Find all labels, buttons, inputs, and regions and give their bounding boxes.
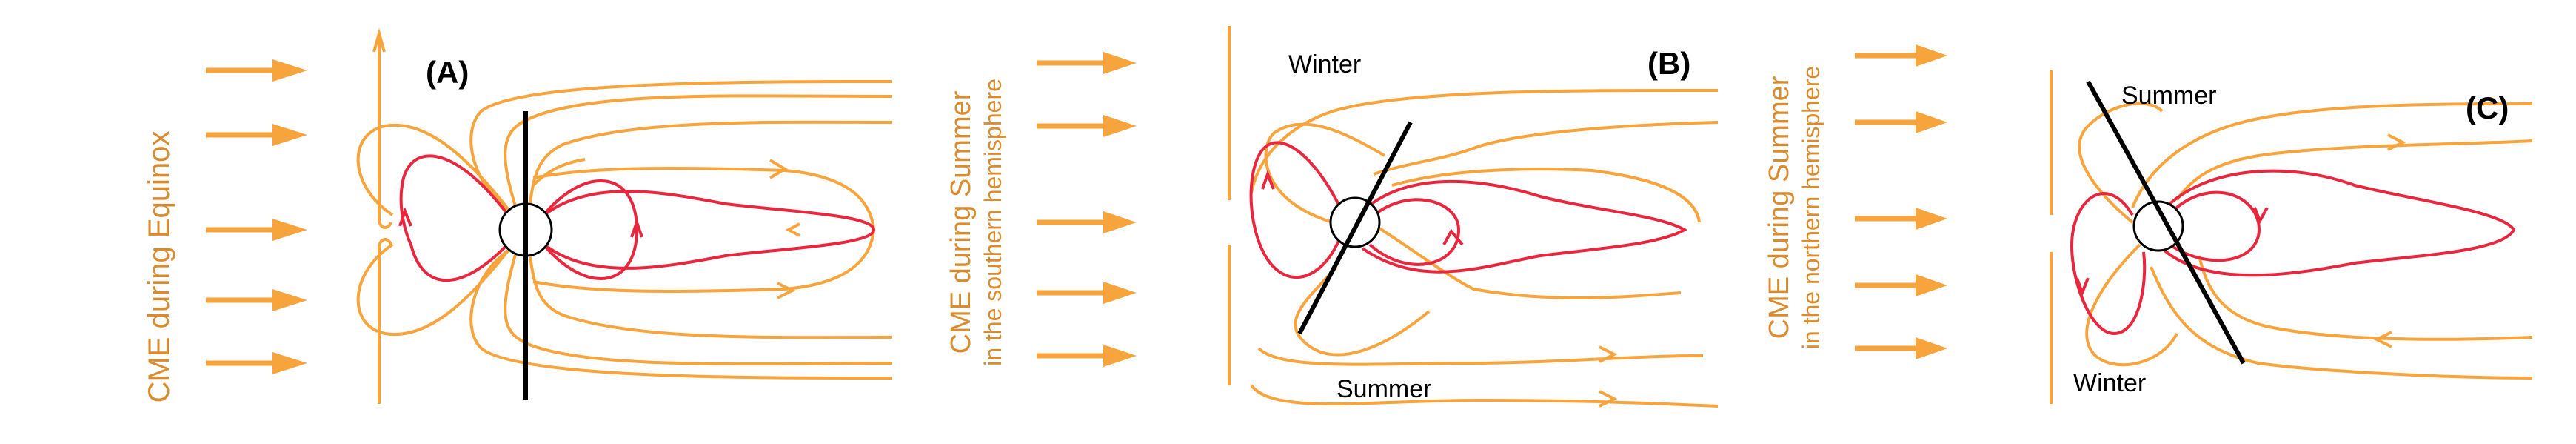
panel-b-label: (B) bbox=[1647, 46, 1690, 81]
solar-wind-arrow-icon bbox=[1855, 337, 1947, 359]
solar-wind-arrow-icon bbox=[206, 124, 307, 146]
panel-c-season-bottom: Winter bbox=[2073, 369, 2146, 397]
panel-b-season-top: Winter bbox=[1288, 50, 1361, 79]
panel-a-label: (A) bbox=[426, 55, 469, 90]
panel-a-side-label: CME during Equinox bbox=[143, 131, 175, 403]
panel-c-axis bbox=[2086, 80, 2246, 365]
panel-c-season-top: Summer bbox=[2121, 82, 2216, 110]
panel-c-solar-wind-arrows bbox=[1855, 44, 1947, 359]
panel-b-season-bottom: Summer bbox=[1336, 375, 1431, 403]
panel-b-field-lines bbox=[1228, 26, 1719, 408]
panel-a: CME during Equinox bbox=[143, 27, 893, 404]
panel-c-label: (C) bbox=[2466, 90, 2509, 125]
solar-wind-arrow-icon bbox=[1037, 115, 1137, 137]
panel-b-earth bbox=[1329, 196, 1381, 248]
solar-wind-arrow-icon bbox=[206, 352, 307, 374]
solar-wind-arrow-icon bbox=[1037, 282, 1137, 304]
panel-a-field-lines bbox=[356, 27, 893, 404]
panel-b-axis bbox=[1297, 121, 1413, 335]
solar-wind-arrow-icon bbox=[206, 219, 307, 241]
panel-c-closed-loops bbox=[2070, 169, 2516, 336]
panel-b: CME during Summer in the southern hemisp… bbox=[946, 26, 1719, 408]
panel-c-field-lines bbox=[2050, 70, 2533, 404]
solar-wind-arrow-icon bbox=[1855, 44, 1947, 67]
panel-c-side-label-line2: in the northern hemisphere bbox=[1798, 66, 1824, 349]
solar-wind-arrow-icon bbox=[1855, 111, 1947, 133]
solar-wind-arrow-icon bbox=[206, 59, 307, 82]
panel-b-solar-wind-arrows bbox=[1037, 52, 1137, 367]
solar-wind-arrow-icon bbox=[1855, 208, 1947, 230]
panel-b-side-label-line1: CME during Summer bbox=[946, 90, 977, 354]
panel-b-closed-loops bbox=[1249, 141, 1688, 279]
solar-wind-arrow-icon bbox=[1855, 274, 1947, 296]
panel-a-solar-wind-arrows bbox=[206, 59, 307, 374]
panel-b-side-label-line2: in the southern hemisphere bbox=[980, 79, 1006, 366]
panel-c: CME during Summer in the northern hemisp… bbox=[1764, 44, 2533, 404]
solar-wind-arrow-icon bbox=[1037, 345, 1137, 367]
solar-wind-arrow-icon bbox=[1037, 52, 1137, 74]
solar-wind-arrow-icon bbox=[1037, 211, 1137, 233]
panel-c-earth bbox=[2132, 200, 2184, 252]
solar-wind-arrow-icon bbox=[206, 289, 307, 311]
panel-a-closed-loops bbox=[398, 154, 876, 282]
panel-c-side-label-line1: CME during Summer bbox=[1764, 76, 1795, 339]
